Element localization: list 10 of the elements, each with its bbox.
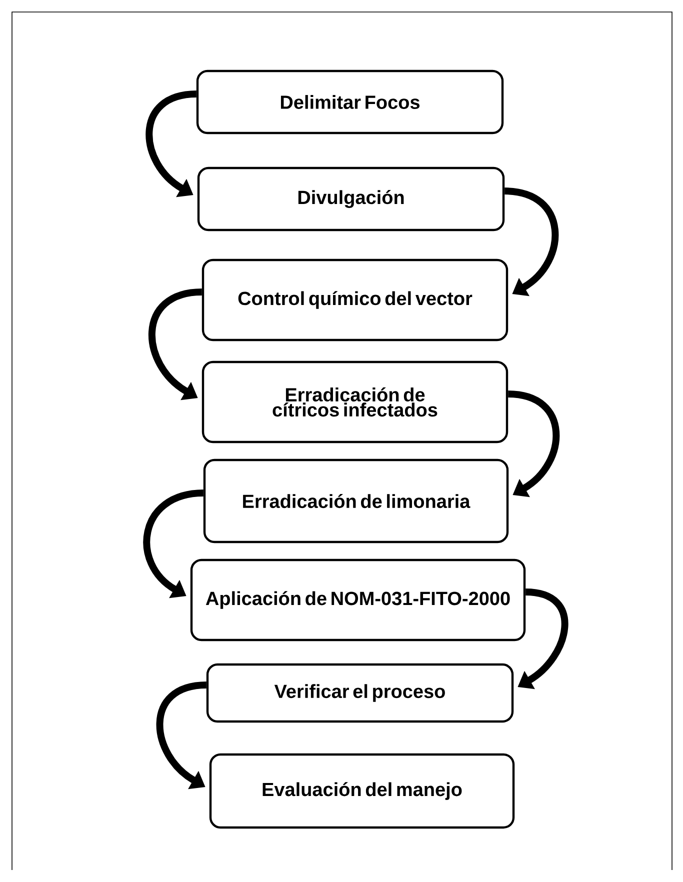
process-box: Delimitar Focos	[196, 70, 504, 134]
process-box: Erradicación de limonaria	[203, 458, 509, 544]
curved-arrow	[508, 390, 560, 498]
process-box: Verificar el proceso	[206, 663, 514, 723]
process-box: Control químico del vector	[202, 258, 508, 342]
process-box: Aplicación de NOM-031-FITO-2000	[190, 558, 526, 642]
curved-arrow	[504, 188, 558, 296]
process-box: Evaluación del manejo	[209, 753, 515, 829]
process-box: Divulgación	[197, 166, 505, 232]
process-box: Erradicación de cítricos infectados	[202, 360, 508, 444]
